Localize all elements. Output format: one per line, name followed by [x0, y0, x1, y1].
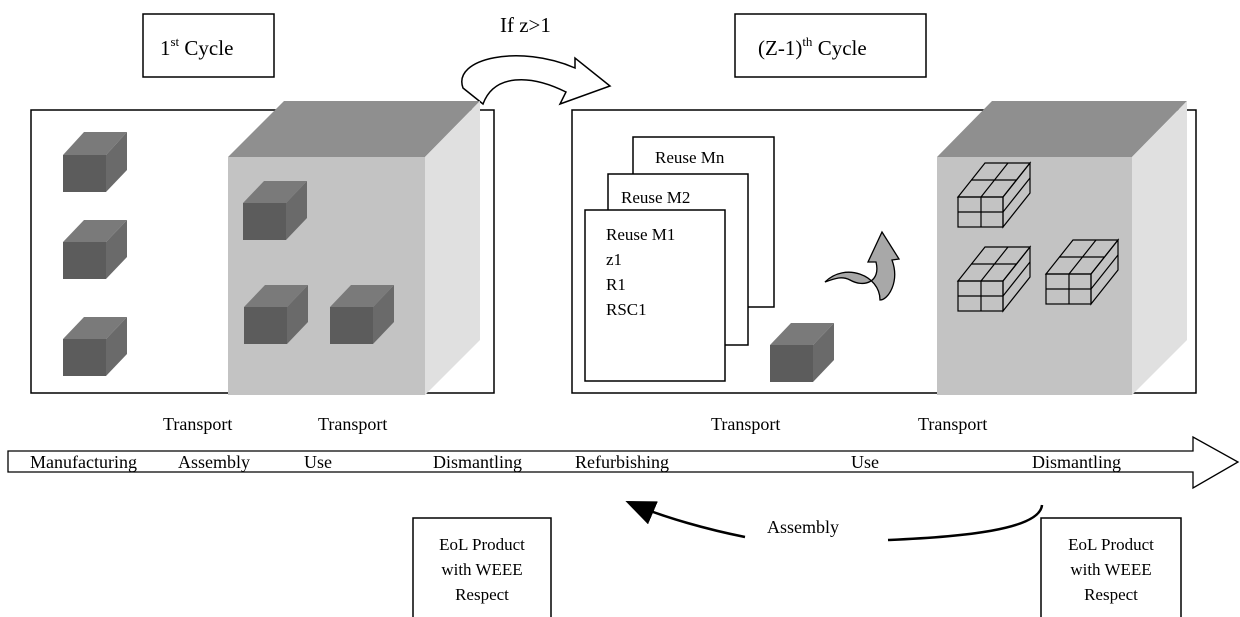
last-cycle-title-box: (Z-1)th Cycle — [734, 13, 927, 78]
transport-label: Transport — [711, 414, 780, 434]
stage-label: Dismantling — [1032, 452, 1121, 472]
wireframe-cube-2 — [956, 245, 1032, 313]
reuse-card-line: Reuse M1 — [606, 225, 675, 244]
reuse-card-back-label: Reuse Mn — [655, 148, 725, 167]
first-cycle-title-box: 1st Cycle — [142, 13, 275, 78]
component-block-4 — [243, 181, 307, 240]
eol-line: Respect — [1084, 585, 1138, 604]
component-block-5 — [244, 285, 308, 344]
rotate-arrow-icon — [824, 230, 901, 301]
eol-line: with WEEE — [441, 560, 522, 579]
stage-label: Use — [851, 452, 879, 472]
machine-first — [228, 101, 480, 395]
eol-line: with WEEE — [1070, 560, 1151, 579]
return-arrow-left — [625, 501, 746, 539]
eol-line: Respect — [455, 585, 509, 604]
transport-label: Transport — [163, 414, 232, 434]
first-cycle-superscript: st — [171, 34, 180, 49]
transport-label: Transport — [318, 414, 387, 434]
timeline-arrow — [7, 435, 1240, 490]
component-block-6 — [330, 285, 394, 344]
stage-label: Refurbishing — [575, 452, 669, 472]
reuse-card-line: RSC1 — [606, 300, 647, 319]
loop-label: If z>1 — [500, 13, 551, 37]
svg-text:(Z-1)th Cycle: (Z-1)th Cycle — [758, 34, 867, 60]
component-block-2 — [63, 220, 127, 279]
stage-label: Use — [304, 452, 332, 472]
return-arrow-right — [887, 504, 1044, 542]
first-cycle-suffix: Cycle — [179, 36, 233, 60]
svg-text:1st Cycle: 1st Cycle — [160, 34, 233, 60]
component-block-3 — [63, 317, 127, 376]
return-label: Assembly — [767, 517, 839, 537]
reuse-card-line: z1 — [606, 250, 622, 269]
transport-label: Transport — [918, 414, 987, 434]
first-cycle-number: 1 — [160, 36, 171, 60]
last-cycle-number: (Z-1) — [758, 36, 802, 60]
stage-label: Assembly — [178, 452, 250, 472]
last-cycle-suffix: Cycle — [812, 36, 866, 60]
reuse-card-line: R1 — [606, 275, 626, 294]
component-block-last — [770, 323, 834, 382]
stage-label: Manufacturing — [30, 452, 137, 472]
reuse-card-front: Reuse M1 z1 R1 RSC1 — [584, 209, 726, 382]
eol-box-right: EoL Product with WEEE Respect — [1040, 517, 1182, 617]
wireframe-cube-1 — [956, 161, 1032, 229]
stage-label: Dismantling — [433, 452, 522, 472]
eol-line: EoL Product — [1068, 535, 1154, 554]
eol-line: EoL Product — [439, 535, 525, 554]
eol-box-left: EoL Product with WEEE Respect — [412, 517, 552, 617]
last-cycle-superscript: th — [802, 34, 813, 49]
reuse-card-middle-label: Reuse M2 — [621, 188, 690, 207]
component-block-1 — [63, 132, 127, 192]
machine-last — [937, 101, 1187, 395]
wireframe-cube-3 — [1044, 238, 1120, 306]
loop-arrow — [461, 55, 612, 106]
